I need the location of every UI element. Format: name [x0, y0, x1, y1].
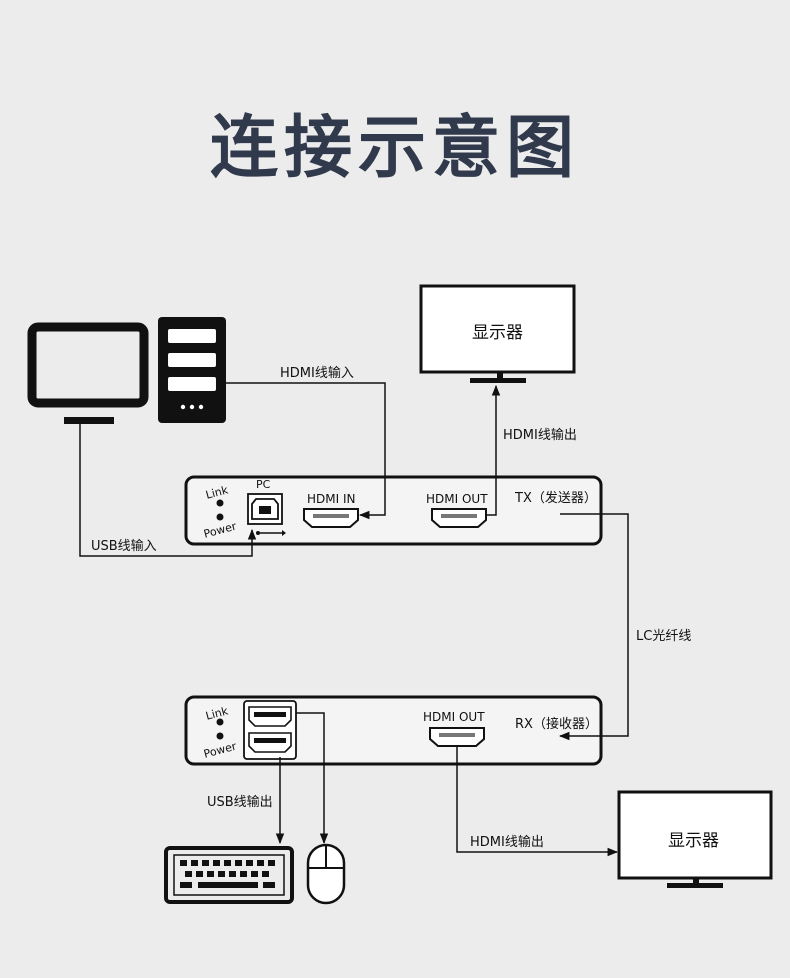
rx-link-led [216, 718, 224, 726]
hdmi-output-rx-label: HDMI线输出 [470, 835, 544, 850]
cable-usb-output [275, 712, 329, 845]
tx-power-led [216, 513, 224, 521]
tx-hdmi-in-label: HDMI IN [307, 492, 356, 506]
tx-unit-label: TX（发送器） [515, 491, 597, 506]
usb-input-label: USB线输入 [91, 539, 157, 554]
rx-hdmi-out-port-icon [429, 727, 485, 747]
top-display-icon [419, 284, 576, 383]
usb-output-label: USB线输出 [207, 795, 273, 810]
diagram-title: 连接示意图 [209, 109, 580, 188]
hdmi-input-label: HDMI线输入 [280, 366, 354, 381]
fiber-label: LC光纤线 [636, 629, 692, 644]
pc-monitor-icon [27, 322, 149, 424]
rx-hdmi-out-label: HDMI OUT [423, 710, 485, 724]
tx-pc-label: PC [256, 478, 271, 491]
top-display-label: 显示器 [472, 323, 523, 343]
rx-unit [184, 695, 603, 766]
bottom-display-icon [617, 790, 773, 888]
tx-hdmi-in-port-icon [303, 508, 359, 528]
tx-usb-b-port-icon [247, 493, 283, 525]
mouse-icon [306, 843, 346, 905]
usb-symbol-icon [256, 530, 286, 536]
cable-hdmi-input [226, 382, 386, 520]
rx-usb-a-ports-icon [243, 700, 297, 760]
tx-hdmi-out-label: HDMI OUT [426, 492, 488, 506]
cable-fiber [558, 513, 629, 741]
cable-usb-input [79, 424, 257, 557]
rx-power-led [216, 732, 224, 740]
cable-hdmi-output-rx [456, 746, 619, 857]
tx-unit [184, 475, 603, 546]
hdmi-output-tx-label: HDMI线输出 [503, 428, 577, 443]
tx-hdmi-out-port-icon [431, 508, 487, 528]
bottom-display-label: 显示器 [668, 831, 719, 851]
keyboard-icon [164, 846, 294, 904]
cable-hdmi-output-tx [486, 384, 501, 516]
tx-link-led [216, 499, 224, 507]
pc-tower-icon [158, 317, 226, 423]
rx-unit-label: RX（接收器） [515, 717, 598, 732]
